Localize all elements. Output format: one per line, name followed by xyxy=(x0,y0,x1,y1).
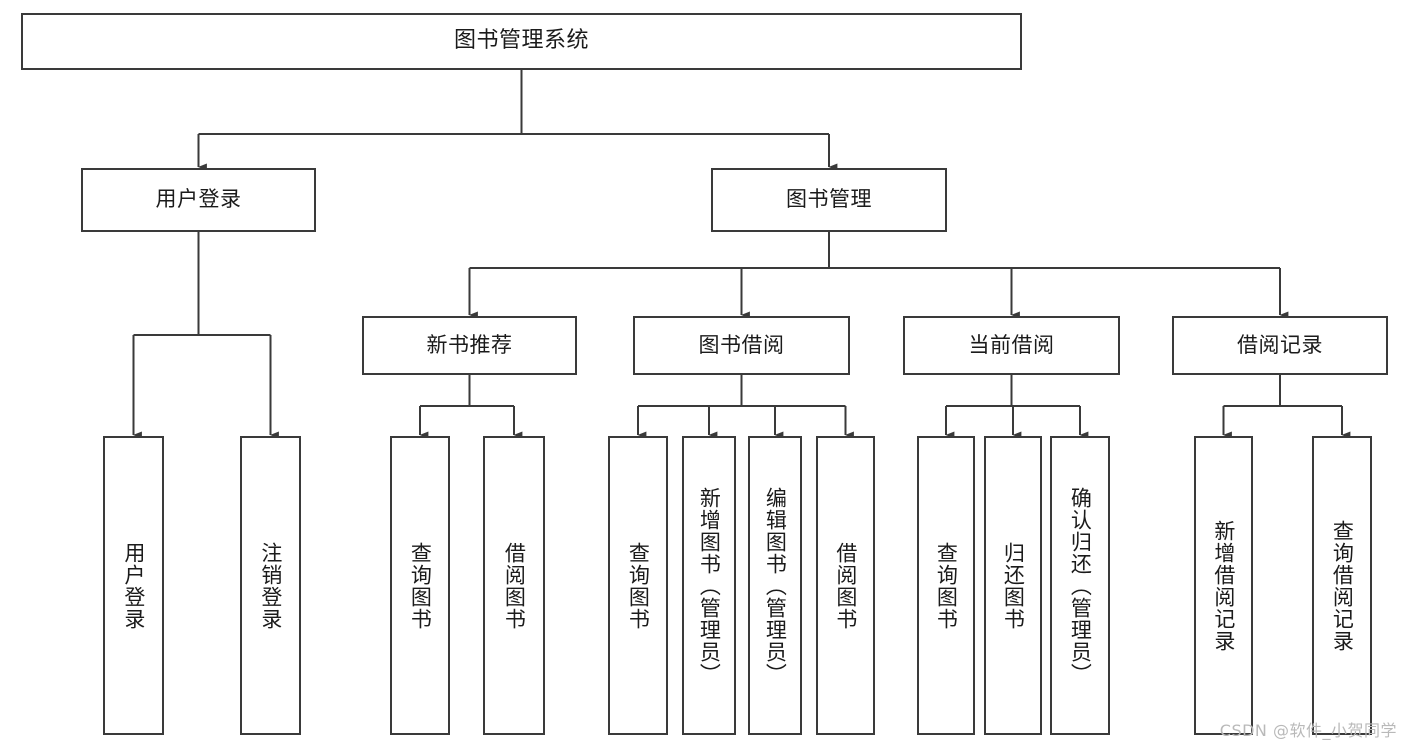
node-label: 借阅记录 xyxy=(1237,332,1323,357)
node-label: 借阅图书 xyxy=(502,541,527,630)
node-label: 用户登录 xyxy=(121,541,146,630)
node-label: 确认归还（管理员） xyxy=(1068,486,1093,685)
node-label: 当前借阅 xyxy=(968,332,1055,357)
node-leaf-query-1[interactable]: 查询图书 xyxy=(390,436,450,735)
node-leaf-borrow-1[interactable]: 借阅图书 xyxy=(483,436,545,735)
node-label: 图书管理系统 xyxy=(453,28,589,54)
node-leaf-add-rec[interactable]: 新增借阅记录 xyxy=(1194,436,1253,735)
node-label: 注销登录 xyxy=(258,541,283,630)
node-user-login[interactable]: 用户登录 xyxy=(81,168,316,232)
node-label: 查询图书 xyxy=(626,541,651,630)
node-label: 图书借阅 xyxy=(698,332,785,357)
node-leaf-user-login[interactable]: 用户登录 xyxy=(103,436,164,735)
node-label: 编辑图书（管理员） xyxy=(763,486,788,685)
node-borrow-record[interactable]: 借阅记录 xyxy=(1172,316,1388,375)
node-new-book-rec[interactable]: 新书推荐 xyxy=(362,316,577,375)
node-book-borrow[interactable]: 图书借阅 xyxy=(633,316,850,375)
node-leaf-add-book[interactable]: 新增图书（管理员） xyxy=(682,436,736,735)
node-leaf-query-2[interactable]: 查询图书 xyxy=(608,436,668,735)
node-leaf-logout[interactable]: 注销登录 xyxy=(240,436,301,735)
node-label: 查询图书 xyxy=(934,541,959,630)
node-label: 查询借阅记录 xyxy=(1330,519,1355,652)
node-label: 用户登录 xyxy=(155,187,242,212)
node-label: 新增图书（管理员） xyxy=(697,486,722,685)
node-book-manage[interactable]: 图书管理 xyxy=(711,168,947,232)
node-root[interactable]: 图书管理系统 xyxy=(21,13,1022,70)
node-label: 借阅图书 xyxy=(833,541,858,630)
node-label: 归还图书 xyxy=(1001,541,1026,630)
node-leaf-query-rec[interactable]: 查询借阅记录 xyxy=(1312,436,1372,735)
node-current-borrow[interactable]: 当前借阅 xyxy=(903,316,1120,375)
node-leaf-borrow-2[interactable]: 借阅图书 xyxy=(816,436,875,735)
watermark: CSDN @软件_小贺同学 xyxy=(1219,721,1397,740)
node-label: 查询图书 xyxy=(408,541,433,630)
node-leaf-confirm[interactable]: 确认归还（管理员） xyxy=(1050,436,1110,735)
node-label: 图书管理 xyxy=(786,187,872,212)
node-label: 新书推荐 xyxy=(426,332,513,357)
node-leaf-query-3[interactable]: 查询图书 xyxy=(917,436,975,735)
node-leaf-edit-book[interactable]: 编辑图书（管理员） xyxy=(748,436,802,735)
node-label: 新增借阅记录 xyxy=(1211,519,1236,652)
node-leaf-return[interactable]: 归还图书 xyxy=(984,436,1042,735)
